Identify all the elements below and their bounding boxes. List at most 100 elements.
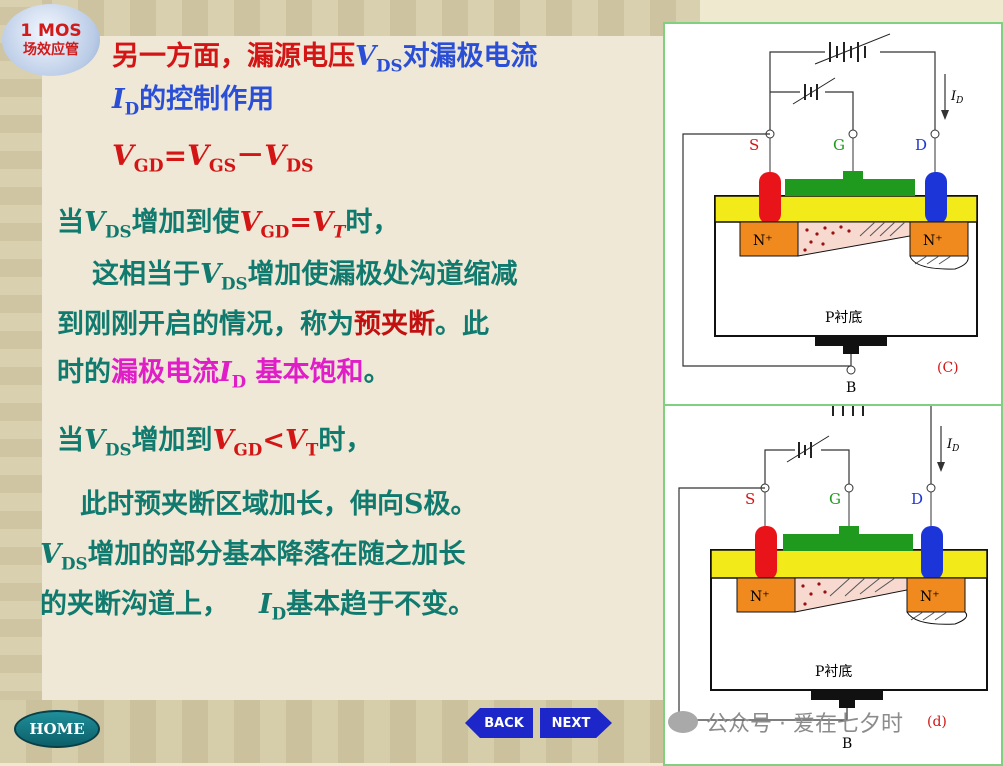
oxide-layer-d (710, 549, 988, 579)
heading-line-2: ID的控制作用 (112, 77, 274, 118)
para2-line3-vds: V (40, 539, 61, 570)
back-button[interactable]: BACK (465, 708, 533, 738)
source-label: S (749, 136, 759, 154)
source-contact-d (755, 526, 777, 580)
para2-lt: < (262, 425, 285, 456)
drain-label: D (915, 136, 927, 154)
para2-vds-sub: DS (104, 439, 132, 460)
body-terminal-label: B (846, 380, 856, 396)
para2-vgd-sub: GD (233, 439, 263, 460)
heading-vds-sub: DS (375, 55, 403, 76)
next-button[interactable]: NEXT (540, 708, 612, 738)
mosfet-diagram-c: ID S G D N⁺ N⁺ (663, 22, 1003, 406)
watermark-text: 公众号 · 爱在七夕时 (706, 712, 903, 737)
formula-s3: DS (285, 156, 314, 177)
substrate-bar-d (811, 690, 883, 700)
drain-current-term: 漏极电流 (111, 357, 219, 388)
diagram-d-label: (d) (927, 714, 947, 730)
para1-vgd-sub: GD (260, 221, 290, 242)
para2-id: I (259, 589, 272, 620)
formula-v3: V (264, 139, 286, 172)
para1-vgd: V (239, 207, 261, 238)
heading-line-1: 另一方面，漏源电压VDS对漏极电流 (112, 34, 538, 75)
para1-line3b: 。此 (435, 309, 489, 340)
n-plus-drain-region (909, 221, 969, 257)
heading-vds-symbol: V (355, 41, 376, 72)
para2-line3b: 增加的部分基本降落在随之加长 (87, 539, 466, 570)
formula-vgd: VGD=VGS－VDS (112, 134, 314, 177)
para1-line2b: 增加使漏极处沟道缩减 (247, 259, 518, 290)
heading-text-b: 对漏极电流 (402, 41, 538, 72)
badge-line-1: 1 MOS (20, 21, 82, 41)
para1-vds: V (84, 207, 105, 238)
formula-s2: GS (208, 156, 237, 177)
para2-line3-sub: DS (60, 553, 88, 574)
drain-label-d: D (911, 490, 923, 508)
para1-vt-sub: T (332, 221, 346, 242)
para2-line4a: 的夹断沟道上， (40, 589, 229, 620)
channel-region (797, 221, 911, 257)
drain-contact-d (921, 526, 943, 580)
para1-line3a: 到刚刚开启的情况，称为 (57, 309, 354, 340)
para2-line-2: 此时预夹断区域加长，伸向S极。 (80, 489, 478, 520)
para1-id-sub: D (231, 371, 247, 392)
para1-a: 当 (57, 207, 84, 238)
heading-text-c: 的控制作用 (139, 84, 275, 115)
gate-battery-icon-d (786, 435, 830, 463)
channel-region-d (794, 577, 908, 613)
pinch-off-term: 预夹断 (354, 309, 435, 340)
para1-line-3: 到刚刚开启的情况，称为预夹断。此 (57, 302, 489, 341)
n-plus-left-label: N⁺ (753, 233, 773, 249)
para2-line-3: VDS增加的部分基本降落在随之加长 (40, 532, 466, 573)
substrate-bar (815, 336, 887, 346)
diagram-id-label: ID (950, 89, 963, 106)
para1-id: I (219, 357, 232, 388)
para2-a: 当 (57, 425, 84, 456)
gate-battery-icon (792, 77, 836, 105)
para2-id-sub: D (271, 603, 287, 624)
drain-battery-icon (814, 33, 891, 65)
body-terminal-label-d: B (842, 736, 852, 752)
watermark: 公众号 · 爱在七夕时 (668, 706, 903, 738)
para2-line-1: 当VDS增加到VGD<VT时， (57, 418, 372, 459)
heading-id-symbol: I (112, 84, 125, 115)
formula-eq: = (163, 139, 188, 172)
n-plus-right-label: N⁺ (923, 233, 943, 249)
formula-v1: V (112, 139, 134, 172)
n-plus-source-region (739, 221, 799, 257)
para2-vt: V (284, 425, 306, 456)
drain-contact (925, 172, 947, 224)
diagram-c-label: (C) (937, 360, 959, 376)
gate-electrode (785, 179, 915, 196)
chapter-badge: 1 MOS 场效应管 (2, 4, 100, 76)
gate-label-d: G (829, 490, 841, 508)
n-plus-left-label-d: N⁺ (750, 589, 770, 605)
para2-b: 增加到 (131, 425, 213, 456)
para1-d: 时， (345, 207, 400, 238)
gate-label: G (833, 136, 845, 154)
formula-v2: V (187, 139, 209, 172)
decorative-frame-left (0, 0, 42, 763)
para1-b: 增加到使 (131, 207, 240, 238)
para1-line2-sub: DS (220, 273, 248, 294)
para1-line2-vds: V (200, 259, 221, 290)
saturation-term: 基本饱和 (246, 357, 364, 388)
para1-vt: V (311, 207, 333, 238)
diagram-d-id-label: ID (946, 437, 959, 454)
source-label-d: S (745, 490, 755, 508)
para2-line4b: 基本趋于不变。 (286, 589, 476, 620)
n-plus-right-label-d: N⁺ (920, 589, 940, 605)
para1-eq: = (289, 207, 312, 238)
formula-s1: GD (133, 156, 164, 177)
n-plus-drain-region-d (906, 577, 966, 613)
heading-id-sub: D (124, 98, 140, 119)
gate-electrode-d (783, 534, 913, 551)
para1-line-4: 时的漏极电流ID 基本饱和。 (57, 350, 391, 391)
para1-line2a: 这相当于 (92, 259, 200, 290)
para2-d: 时， (318, 425, 373, 456)
home-button[interactable]: HOME (14, 710, 100, 748)
para1-line4b: 。 (363, 357, 391, 388)
decorative-frame-top (0, 0, 700, 36)
p-substrate-label: P衬底 (825, 310, 862, 326)
para1-line-2: 这相当于VDS增加使漏极处沟道缩减 (92, 252, 518, 293)
